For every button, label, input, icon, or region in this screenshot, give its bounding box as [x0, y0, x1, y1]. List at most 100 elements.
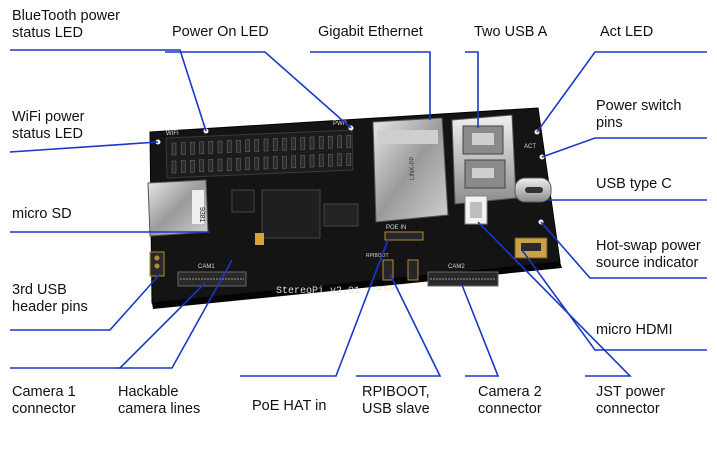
line-micro-hdmi: [521, 249, 707, 351]
label-jst-power: JST power connector: [596, 384, 666, 417]
gpio-pin: [272, 138, 278, 151]
line-two-usb-a: [465, 51, 479, 128]
rpiboot-pins: [382, 259, 394, 281]
line-hot-swap: [540, 221, 707, 279]
leader-lines: [9, 49, 707, 377]
label-power-on-led: Power On LED: [172, 24, 269, 40]
gpio-pin: [199, 159, 204, 173]
line-act-led: [536, 51, 707, 133]
silk-act: ACT: [524, 144, 536, 150]
gpio-pin: [263, 156, 269, 170]
label-camera2: Camera 2 connector: [478, 384, 542, 417]
label-wifi-led: WiFi power status LED: [12, 109, 85, 142]
silk-cam1: CAM1: [198, 264, 215, 270]
gpio-pin: [337, 153, 342, 167]
gpio-pin: [171, 160, 177, 174]
gpio-pin: [328, 153, 333, 167]
gpio-pin: [254, 157, 260, 170]
usb-a-ports: [451, 114, 517, 205]
line-3rd-usb: [10, 273, 161, 331]
gpio-pin: [226, 140, 232, 153]
label-poe-hat: PoE HAT in: [252, 398, 327, 414]
gpio-pin: [180, 160, 186, 173]
gpio-header: [165, 129, 354, 179]
gpio-pin: [300, 137, 306, 150]
camera2-connector-body: [427, 271, 499, 287]
label-gigabit-ethernet: Gigabit Ethernet: [318, 24, 423, 40]
line-camera2: [461, 284, 500, 377]
poe-pins: [384, 231, 424, 241]
ethernet-label: LINK-PP: [410, 157, 416, 180]
gpio-pin: [328, 135, 333, 149]
gpio-pin: [272, 156, 278, 169]
silk-usb-slave: USB SLAVE: [372, 286, 400, 292]
silk-cam2: CAM2: [448, 264, 465, 270]
gpio-pin: [309, 154, 315, 168]
label-two-usb-a: Two USB A: [474, 24, 548, 40]
gpio-pin: [190, 159, 195, 173]
gpio-pin: [245, 157, 250, 171]
gpio-pin: [291, 137, 296, 151]
gpio-pin: [337, 135, 342, 149]
gpio-pin: [263, 138, 269, 152]
silk-poe: POE IN: [386, 225, 406, 231]
usb-slave-pins: [407, 259, 419, 281]
micro-hdmi-port: [514, 237, 548, 259]
gpio-pin: [291, 155, 296, 169]
gpio-pin: [318, 154, 324, 167]
gpio-pin: [217, 158, 223, 172]
line-gigabit-ethernet: [310, 51, 431, 120]
gpio-pin: [245, 139, 250, 153]
line-poe-hat: [240, 239, 389, 377]
stereopi-board: LINK-PP 9381: [147, 107, 562, 309]
label-camera1: Camera 1 connector: [12, 384, 76, 417]
gold-component: [255, 233, 264, 245]
line-hackable-camera: [118, 259, 233, 369]
gpio-pin: [226, 158, 232, 171]
line-power-on-led: [165, 51, 352, 129]
memory-chip: [323, 203, 359, 227]
gpio-pin: [217, 140, 223, 154]
micro-sd-card: 9381: [147, 179, 209, 237]
label-act-led: Act LED: [600, 24, 654, 40]
gpio-pin: [190, 141, 195, 155]
gpio-pin: [282, 137, 287, 151]
gpio-pin: [236, 157, 241, 171]
gpio-pin: [180, 142, 186, 155]
ethernet-jack: LINK-PP: [372, 117, 449, 223]
line-power-switch-pins: [541, 137, 707, 158]
label-3rd-usb: 3rd USB header pins: [12, 282, 88, 315]
gpio-pin: [254, 139, 260, 152]
gpio-pin: [199, 141, 204, 155]
silk-pwr: PWR: [333, 121, 348, 127]
gpio-pin: [300, 155, 306, 168]
label-hackable-camera: Hackable camera lines: [118, 384, 201, 417]
silk-brand: StereoPi v2.01: [276, 285, 360, 297]
processor-chip: [261, 189, 321, 239]
usb-header-pins: [149, 251, 165, 277]
camera1-connector-body: [177, 271, 247, 287]
silk-wifi: WIFI: [166, 131, 179, 137]
gpio-pin: [318, 136, 324, 149]
line-wifi-led: [9, 141, 159, 153]
jst-connector: [464, 195, 488, 225]
gpio-pin: [208, 141, 214, 154]
label-rpiboot: RPIBOOT, USB slave: [362, 384, 430, 417]
gpio-pin: [346, 153, 352, 166]
usb-c-port: [514, 177, 552, 203]
gpio-pin: [309, 136, 315, 150]
gpio-pin: [236, 139, 241, 153]
gpio-pin: [171, 142, 177, 156]
label-bluetooth-led: BlueTooth power status LED: [12, 8, 121, 41]
sd-number: 9381: [198, 207, 205, 223]
gpio-pin: [208, 159, 214, 172]
wifi-chip: [231, 189, 255, 213]
line-rpiboot: [356, 273, 442, 377]
gpio-pin: [346, 135, 352, 148]
label-usb-type-c: USB type C: [596, 176, 672, 192]
label-micro-hdmi: micro HDMI: [596, 322, 673, 338]
line-bluetooth-led: [10, 49, 207, 132]
silk-rpiboot: RPIBOOT: [366, 253, 389, 259]
